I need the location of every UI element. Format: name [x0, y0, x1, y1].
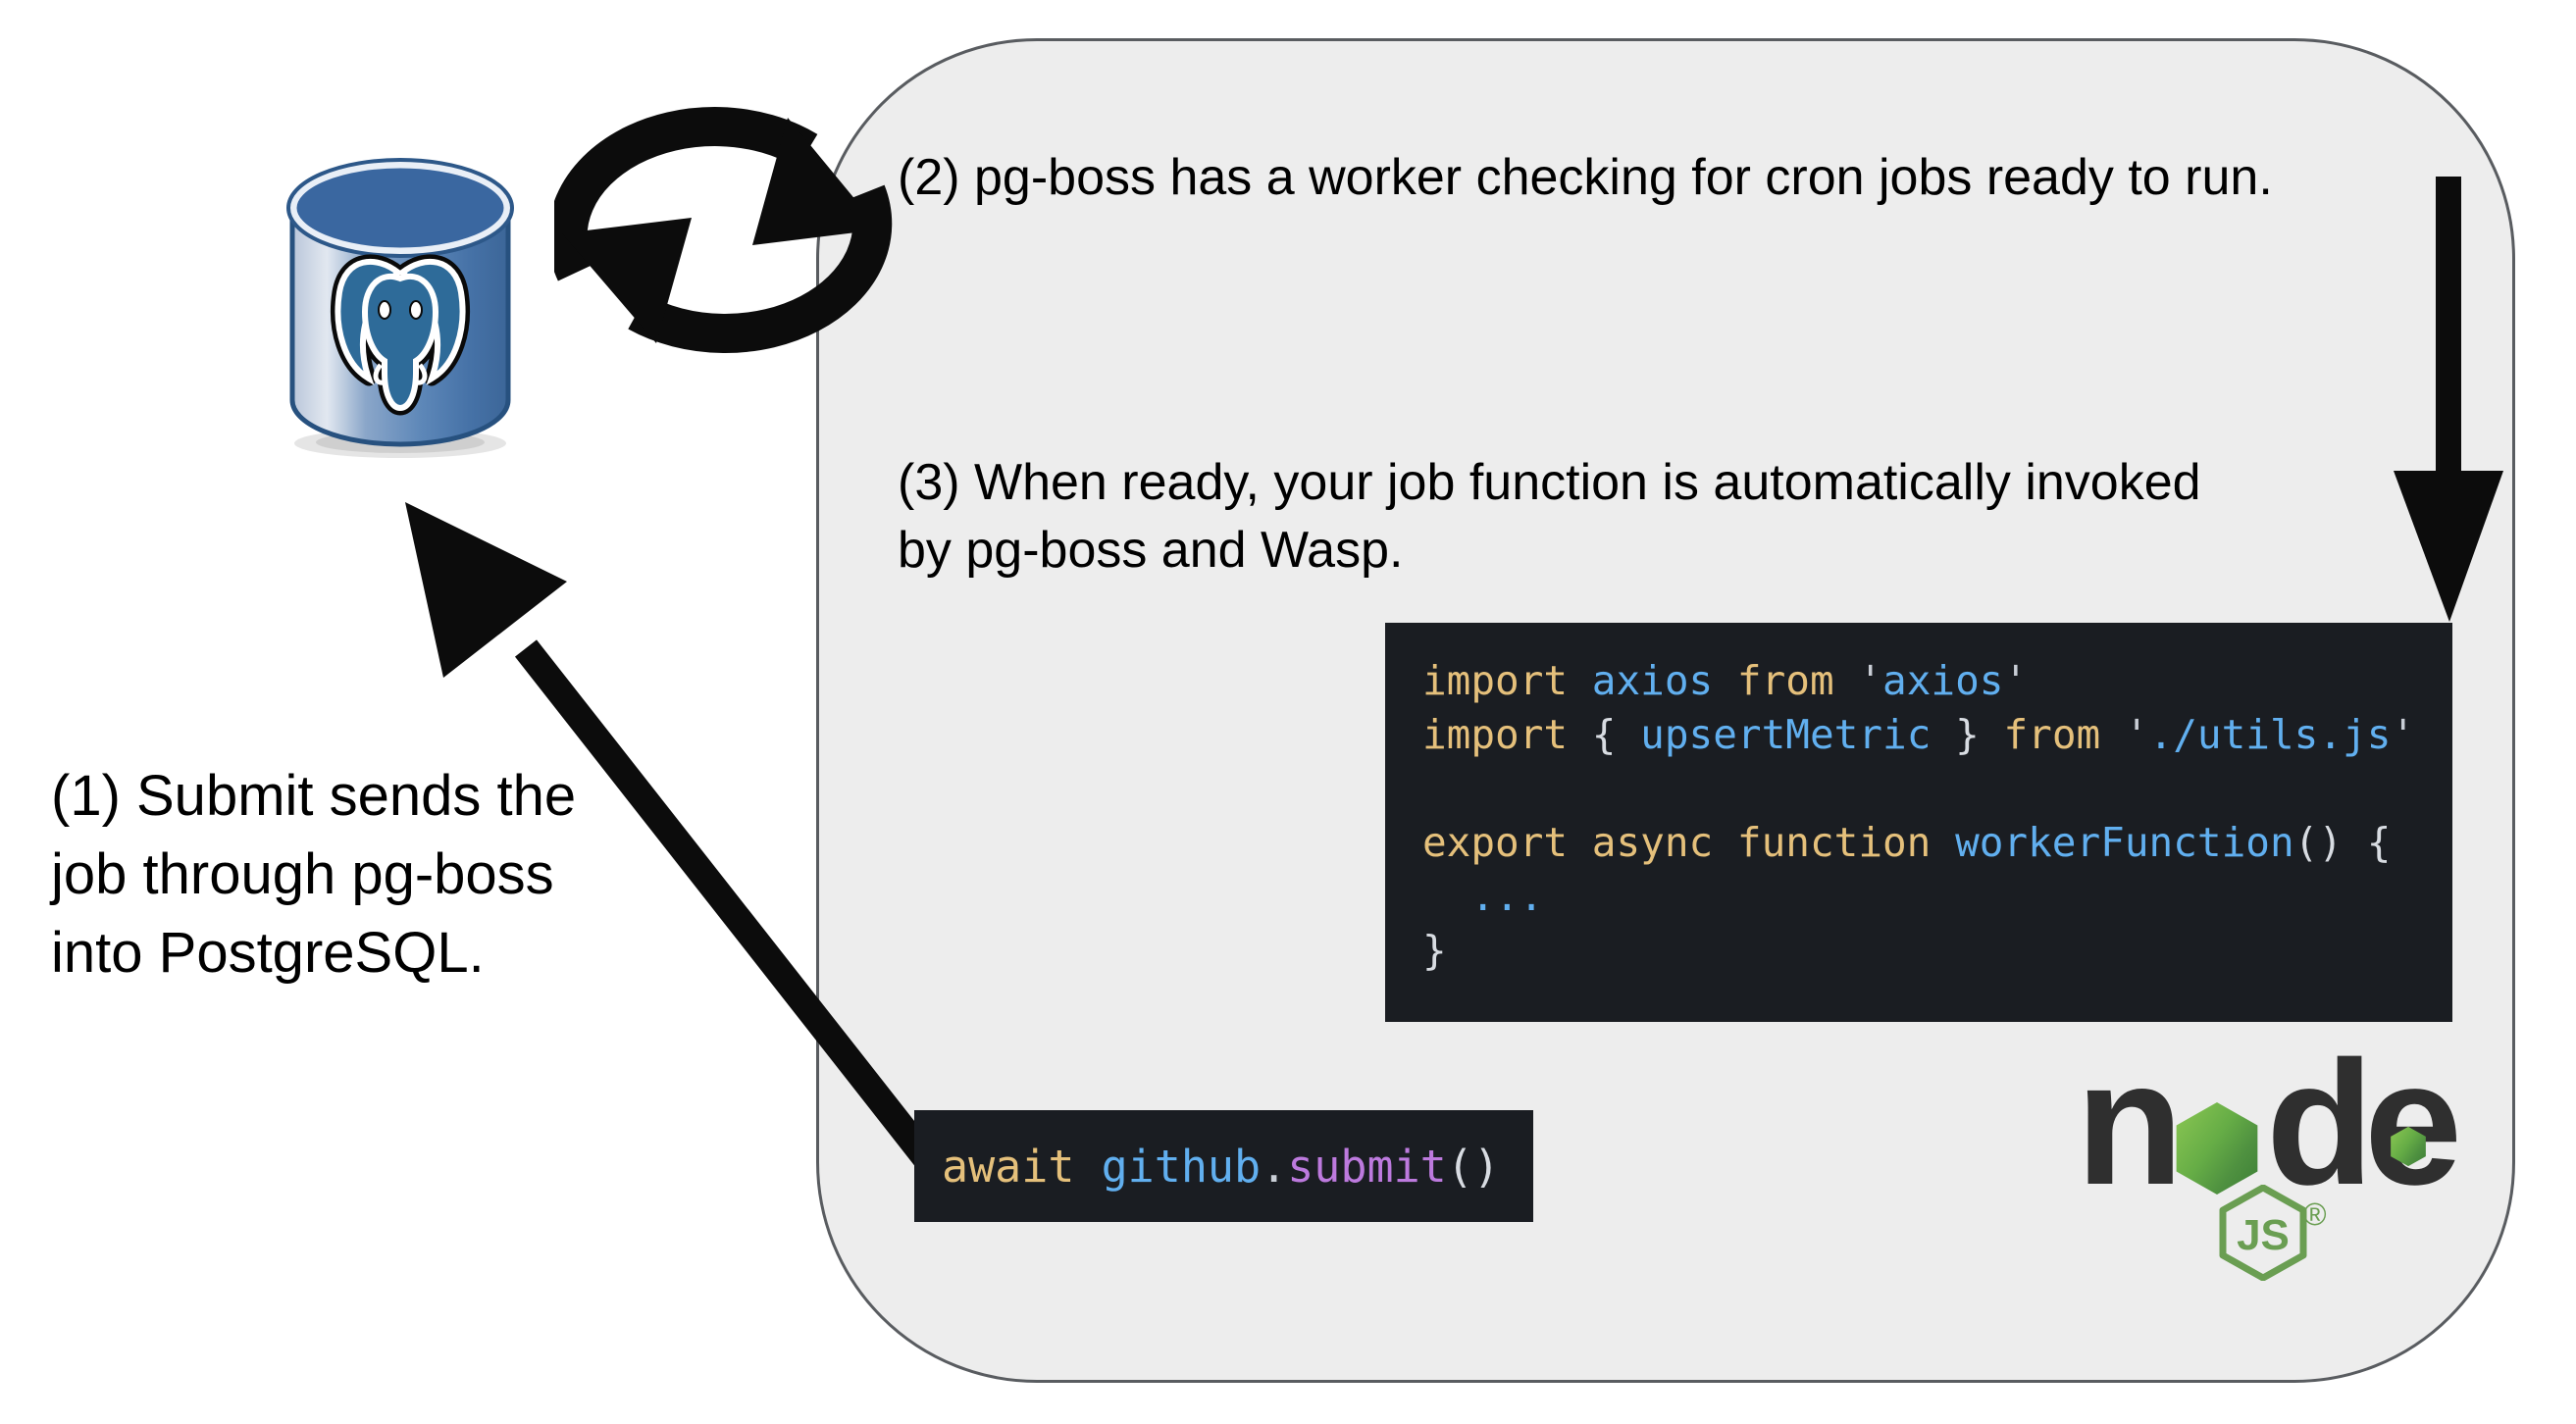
code-line: await github.submit() [942, 1140, 1500, 1193]
code-line [1422, 762, 2435, 816]
code-line: } [1422, 927, 1447, 974]
worker-code-block: import axios from 'axios' import { upser… [1385, 623, 2452, 1022]
step2-label: (2) pg-boss has a worker checking for cr… [898, 149, 2273, 206]
sync-icon [554, 107, 893, 353]
nodejs-js-label: JS [2237, 1211, 2290, 1259]
step1-label: (1) Submit sends the job through pg-boss… [51, 764, 577, 985]
code-line: ... [1422, 873, 1544, 920]
code-line: import { upsertMetric } from './utils.js… [1422, 711, 2416, 758]
registered-trademark-symbol: ® [2303, 1196, 2327, 1232]
up-left-arrow-icon [405, 502, 938, 1172]
nodejs-logo-letter-d: d [2266, 1025, 2374, 1222]
code-line: export async function workerFunction() { [1422, 819, 2392, 866]
nodejs-logo-hexagon-dot-icon [2391, 1126, 2426, 1167]
postgresql-database-icon [286, 158, 514, 458]
down-arrow-icon [2394, 177, 2503, 622]
nodejs-logo-letter-n: n [2076, 1025, 2184, 1222]
nodejs-js-hexagon-icon: JS [2219, 1185, 2307, 1281]
nodejs-logo-hexagon-o-icon [2176, 1101, 2258, 1195]
step3-label: (3) When ready, your job function is aut… [898, 454, 2201, 579]
code-line: import axios from 'axios' [1422, 657, 2029, 704]
submit-code-block: await github.submit() [914, 1110, 1533, 1222]
nodejs-logo-letter-e: e [2364, 1025, 2463, 1222]
